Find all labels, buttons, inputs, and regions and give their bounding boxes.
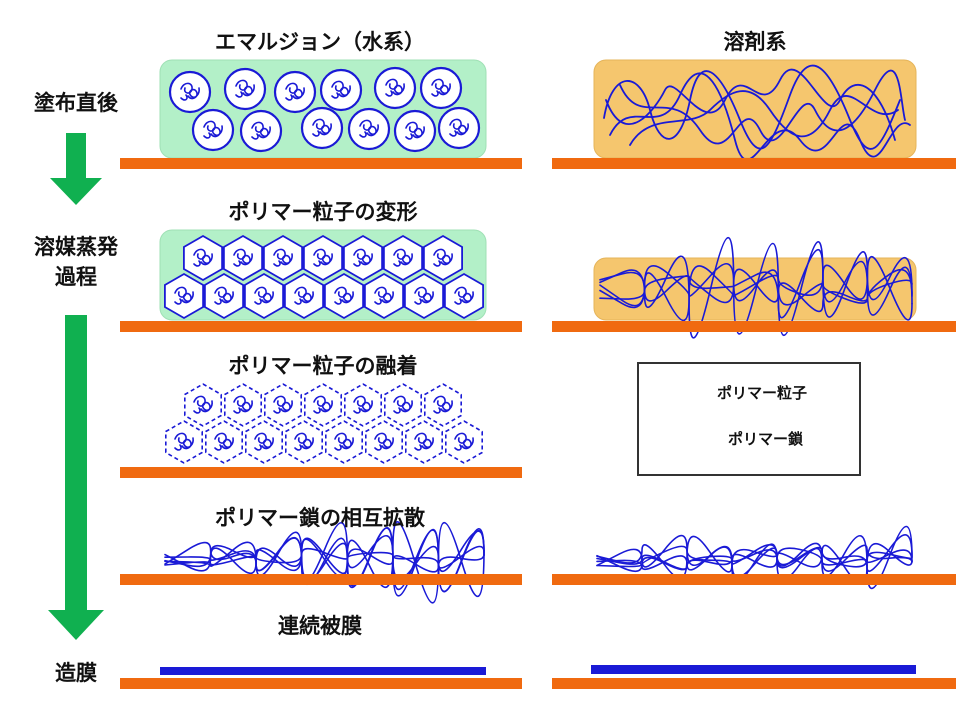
- substrate: [120, 321, 522, 332]
- deformed-particle: [283, 272, 325, 320]
- substrate: [120, 467, 522, 478]
- evaporation-label: 溶媒蒸発 過程: [34, 232, 118, 292]
- emulsion-title: エマルジョン（水系）: [215, 30, 425, 54]
- polymer-particle: [239, 109, 283, 153]
- polymer-particle: [223, 67, 267, 111]
- deformed-particle: [443, 272, 485, 320]
- polymer-chain: [164, 530, 485, 581]
- solvent-liquid-layer: [593, 59, 917, 159]
- concentrated-polymer-chains: [599, 236, 913, 339]
- substrate: [120, 678, 522, 689]
- deformed-particle: [302, 234, 344, 282]
- deformed-particle: [163, 272, 205, 320]
- polymer-chain: [609, 72, 911, 161]
- fused-particle: [324, 420, 364, 464]
- down-arrow-icon: [50, 133, 102, 205]
- polymer-chain: [599, 268, 913, 313]
- substrate: [552, 678, 956, 689]
- legend-chain-label: ポリマー鎖: [728, 430, 804, 448]
- fused-particle: [343, 383, 383, 427]
- deformed-particle: [422, 234, 464, 282]
- fused-particle: [284, 420, 324, 464]
- substrate: [552, 158, 956, 169]
- deformed-polymer-particles: [163, 234, 485, 320]
- deformed-particle: [363, 272, 405, 320]
- substrate: [120, 574, 522, 585]
- fused-particle: [224, 383, 263, 427]
- deformed-particle: [323, 272, 365, 320]
- solvent-title: 溶剤系: [723, 30, 787, 54]
- polymer-chain: [164, 537, 485, 575]
- substrate: [552, 321, 956, 332]
- polymer-chain: [605, 68, 896, 141]
- after-coating-label: 塗布直後: [34, 91, 118, 115]
- deformed-particle: [342, 234, 384, 282]
- polymer-particle: [393, 109, 437, 153]
- film-formation-label: 造膜: [55, 661, 97, 685]
- polymer-particles-initial: [168, 66, 481, 153]
- deformed-particle: [203, 272, 245, 320]
- polymer-chain: [603, 64, 901, 150]
- polymer-particle: [347, 107, 391, 151]
- fused-particle: [303, 383, 343, 427]
- continuous-film-layer: [591, 665, 916, 674]
- polymer-chain: [164, 521, 485, 604]
- fused-particle: [423, 383, 463, 427]
- polymer-chain: [629, 90, 899, 146]
- fused-polymer-particles: [165, 383, 484, 464]
- evaporation-label-line1: 溶媒蒸発: [34, 235, 118, 259]
- fused-particle: [184, 383, 222, 427]
- polymer-chain: [619, 69, 906, 145]
- fused-particle: [205, 420, 243, 464]
- deformed-particle: [182, 234, 224, 282]
- substrate: [120, 158, 522, 169]
- polymer-particle: [273, 70, 317, 114]
- entangled-polymer-chains: [596, 525, 913, 590]
- fused-particle: [263, 383, 303, 427]
- legend: [637, 362, 861, 476]
- polymer-chain: [596, 534, 913, 572]
- deformed-particle: [382, 234, 424, 282]
- polymer-particle: [437, 106, 481, 150]
- deformation-title: ポリマー粒子の変形: [228, 200, 418, 224]
- polymer-particle: [373, 66, 417, 110]
- fused-particle: [404, 420, 444, 464]
- continuous-film-title: 連続被膜: [278, 614, 362, 638]
- fusion-title: ポリマー粒子の融着: [228, 354, 418, 378]
- dissolved-polymer-chains: [603, 64, 911, 161]
- polymer-chain: [164, 527, 485, 597]
- deformed-particle: [403, 272, 445, 320]
- polymer-particle: [419, 66, 463, 110]
- interdiffused-polymer-chains: [164, 521, 485, 604]
- polymer-particle: [300, 106, 344, 150]
- continuous-film-layer: [160, 667, 486, 675]
- substrate: [552, 574, 956, 585]
- deformed-particle: [262, 234, 304, 282]
- polymer-chain: [164, 545, 485, 569]
- fused-particle: [165, 420, 203, 464]
- interdiffusion-title: ポリマー鎖の相互拡散: [215, 506, 425, 530]
- polymer-chain: [596, 534, 913, 578]
- polymer-particle: [168, 70, 212, 114]
- evaporation-label-line2: 過程: [55, 265, 97, 289]
- fused-particle: [444, 420, 484, 464]
- deformed-particle: [243, 272, 285, 320]
- fused-particle: [364, 420, 404, 464]
- polymer-particle: [191, 108, 235, 152]
- fused-particle: [245, 420, 284, 464]
- solvent-liquid-layer-thin: [593, 257, 917, 321]
- deformed-particle: [222, 234, 264, 282]
- fused-particle: [383, 383, 423, 427]
- polymer-particle: [319, 68, 363, 112]
- legend-particle-label: ポリマー粒子: [717, 384, 808, 402]
- down-arrow-icon: [48, 315, 104, 640]
